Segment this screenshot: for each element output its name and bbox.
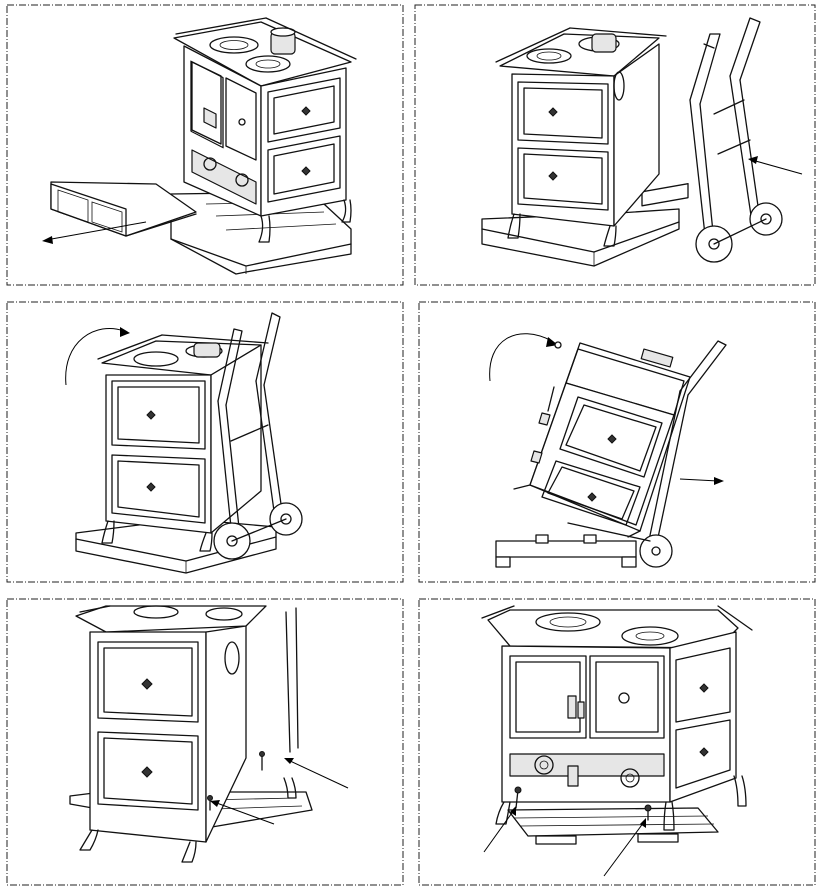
curved-arrow [65, 327, 130, 386]
stove [173, 17, 357, 243]
arrow-rear-screw [284, 758, 349, 789]
panel-move-stove-off-pallet [418, 301, 816, 583]
screw [207, 751, 265, 811]
panel-remove-rear-fixing-screws [6, 598, 404, 886]
stove [495, 27, 667, 247]
panel-position-hand-truck [414, 4, 816, 286]
arrow-front-screw [210, 800, 275, 825]
arrow-left-screw [483, 806, 516, 853]
pallet [481, 183, 689, 267]
arrow-pull-out [42, 221, 147, 244]
panel-tilt-stove-onto-truck [6, 301, 404, 583]
arrow-move-right [679, 477, 724, 485]
hand-truck [689, 17, 783, 263]
panel-remove-front-fixing-screws [418, 598, 816, 886]
stove [481, 605, 753, 831]
pallet [170, 191, 352, 275]
curved-arrow [489, 333, 558, 382]
pallet [495, 534, 637, 568]
ash-drawer [50, 181, 197, 237]
stove [97, 334, 269, 552]
pallet [507, 807, 719, 845]
arrow-right-screw [603, 818, 646, 877]
hand-truck [213, 312, 303, 560]
stove-tilted [513, 341, 691, 538]
hand-truck [567, 340, 727, 568]
arrow-push-truck [748, 156, 803, 175]
panel-remove-ash-drawer [6, 4, 404, 286]
screw [514, 786, 652, 821]
stove [75, 605, 299, 863]
